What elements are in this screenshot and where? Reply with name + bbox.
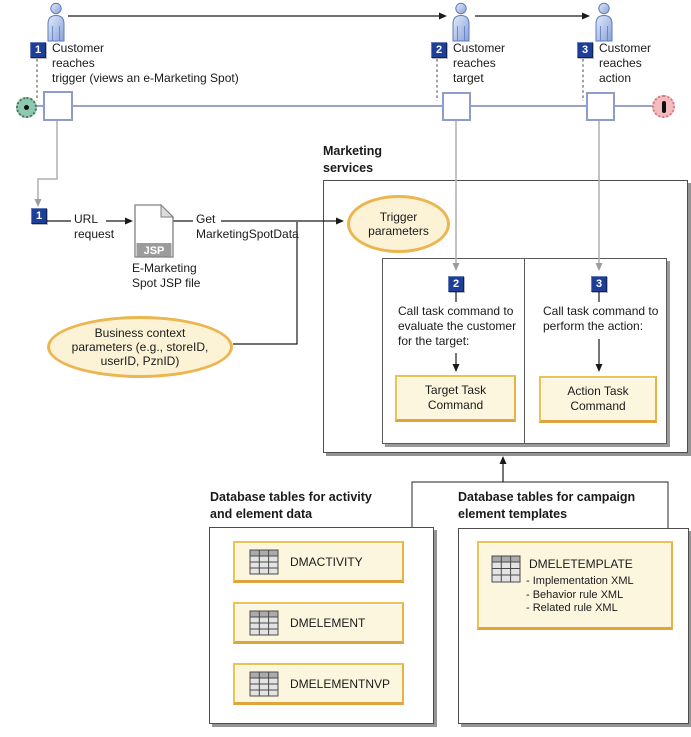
table-name: DMELETEMPLATE	[529, 557, 633, 571]
url-request-label: URL request	[74, 212, 115, 241]
task-badge-2: 2	[448, 276, 464, 292]
task-command-divider	[524, 259, 525, 443]
step-label-1: Customer reaches trigger (views an e-Mar…	[52, 41, 239, 85]
table-dmactivity: DMACTIVITY	[233, 541, 404, 583]
timeline-square-2	[442, 92, 471, 121]
timeline-start-node	[16, 97, 37, 118]
trigger-parameters-ellipse: Trigger parameters	[347, 195, 450, 253]
step-badge-2: 2	[431, 42, 447, 58]
end-bar-icon	[661, 100, 666, 113]
table-name: DMACTIVITY	[290, 554, 363, 569]
table-details: - Implementation XML - Behavior rule XML…	[526, 575, 634, 614]
get-marketingspotdata-label: Get MarketingSpotData	[196, 212, 299, 241]
table-dmelementnvp: DMELEMENTNVP	[233, 663, 404, 705]
database-up-arrow	[499, 456, 507, 482]
table-dmeletemplate: DMELETEMPLATE - Implementation XML - Beh…	[477, 541, 673, 630]
flow-step-badge-1: 1	[31, 208, 47, 224]
start-dot-icon	[24, 105, 29, 110]
business-context-ellipse: Business context parameters (e.g., store…	[47, 316, 233, 378]
marketing-services-title: Marketing services	[323, 144, 383, 175]
table-icon	[249, 610, 279, 635]
table-dmelement: DMELEMENT	[233, 602, 404, 644]
customer-icon-3	[595, 2, 613, 42]
action-task-desc: Call task command to perform the action:	[543, 304, 659, 333]
table-name: DMELEMENTNVP	[290, 676, 391, 691]
table-icon	[491, 555, 521, 583]
step-label-3: Customer reaches action	[599, 41, 652, 85]
target-task-command-box: Target Task Command	[395, 375, 516, 422]
activity-tables-title: Database tables for activity and element…	[210, 490, 372, 521]
table-icon	[249, 671, 279, 696]
step-badge-1: 1	[30, 42, 46, 58]
action-task-command-box: Action Task Command	[539, 376, 657, 423]
customer-arrow-2-3	[475, 12, 590, 20]
jsp-file-icon: JSP	[134, 204, 174, 258]
timeline-end-node	[652, 95, 675, 118]
campaign-tables-title: Database tables for campaign element tem…	[458, 490, 636, 521]
table-icon	[249, 549, 279, 574]
jsp-band-label: JSP	[144, 245, 165, 257]
timeline-square-3	[586, 92, 615, 121]
target-task-desc: Call task command to evaluate the custom…	[398, 304, 517, 348]
task-badge-3: 3	[591, 276, 607, 292]
customer-arrow-1-2	[68, 12, 447, 20]
timeline-square-1	[43, 91, 73, 121]
table-name: DMELEMENT	[290, 615, 366, 630]
jsp-file-label: E-Marketing Spot JSP file	[132, 261, 201, 290]
customer-icon-2	[452, 2, 470, 42]
step-label-2: Customer reaches target	[453, 41, 506, 85]
step-badge-3: 3	[577, 42, 593, 58]
customer-icon-1	[47, 2, 65, 42]
